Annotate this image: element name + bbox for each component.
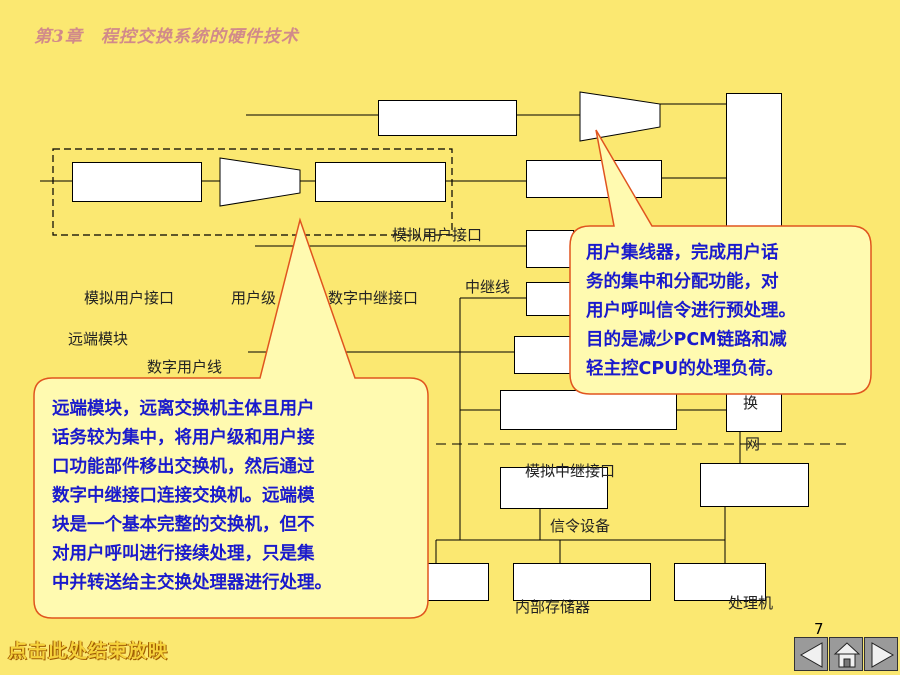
triangle-left-icon [799,642,823,668]
digital-user-box [514,336,574,374]
home-icon [833,642,861,668]
remote-callout-bubble [33,217,429,619]
label-switch-char-1: 换 [743,394,759,412]
label-digital-user-line: 数字用户线 [147,358,223,376]
trunk-interface-box [526,282,574,316]
memory-box [513,563,651,601]
concentrator-line: 轻主控CPU的处理负荷。 [586,359,784,379]
analog-trunk-box [500,467,608,509]
remote-user-box [72,162,202,202]
remote-line: 对用户呼叫进行接续处理，只是集 [52,544,315,564]
top-row-box [378,100,517,136]
concentrator-callout-bubble [569,129,872,395]
remote-line: 口功能部件移出交换机，然后通过 [52,457,315,477]
label-internal-memory: 内部存储器 [515,598,591,616]
signaling-box [700,463,809,507]
bottom-left-box [417,563,489,601]
concentrator-line: 务的集中和分配功能，对 [586,272,779,292]
second-row-box [526,160,662,198]
label-analog-user-interface: 模拟用户接口 [84,289,175,307]
middle-row-box [500,390,677,430]
concentrator-line: 用户呼叫信令进行预处理。 [586,301,796,321]
label-signaling-equipment: 信令设备 [550,517,611,535]
concentrator-callout-text: 用户集线器，完成用户话 务的集中和分配功能，对 用户呼叫信令进行预处理。 目的是… [586,239,796,384]
remote-line: 数字中继接口连接交换机。远端模 [52,486,315,506]
label-user-level: 用户级 [231,289,277,307]
prev-slide-button[interactable] [794,637,828,671]
label-analog-trunk-interface: 模拟中继接口 [525,462,616,480]
label-analog-user-interface-top: 模拟用户接口 [392,226,483,244]
slide-header: 第3章 程控交换系统的硬件技术 [34,27,299,47]
remote-line: 话务较为集中，将用户级和用户接 [52,428,315,448]
processor-box [674,563,766,601]
triangle-right-icon [871,642,895,668]
remote-callout-text: 远端模块，远离交换机主体且用户 话务较为集中，将用户级和用户接 口功能部件移出交… [52,395,332,598]
label-switch-char-2: 网 [745,435,761,453]
label-remote-module: 远端模块 [68,330,129,348]
analog-interface-box [526,230,574,268]
label-trunk-line: 中继线 [465,278,511,296]
concentrator-line: 用户集线器，完成用户话 [586,243,779,263]
label-processor: 处理机 [728,594,774,612]
concentrator-line: 目的是减少PCM链路和减 [586,330,787,350]
home-button[interactable] [829,637,863,671]
page-number: 7 [814,620,824,638]
remote-line: 块是一个基本完整的交换机，但不 [52,515,315,535]
remote-line: 远端模块，远离交换机主体且用户 [52,399,315,419]
next-slide-button[interactable] [864,637,898,671]
label-digital-trunk-interface: 数字中继接口 [328,289,419,307]
remote-line: 中并转送给主交换处理器进行处理。 [52,573,332,593]
end-show-link[interactable]: 点击此处结束放映 [8,640,169,662]
remote-trunk-box [315,162,446,202]
